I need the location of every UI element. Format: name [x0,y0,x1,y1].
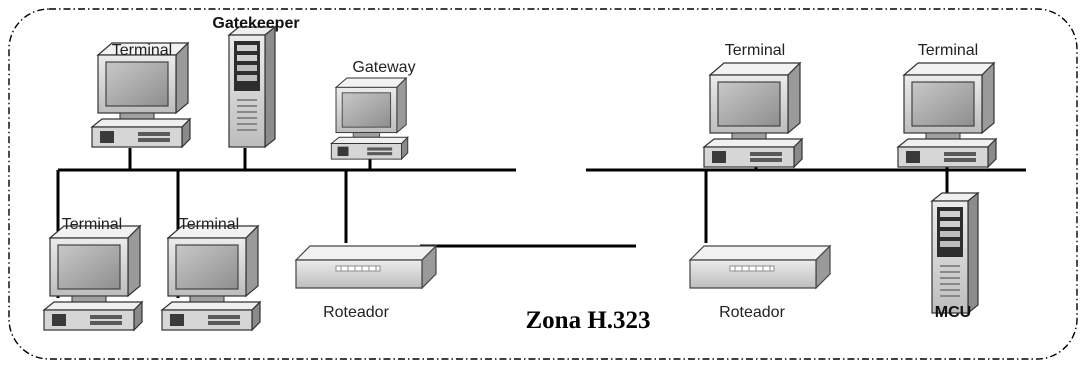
gatekeeper-label: Gatekeeper [212,15,299,32]
gatekeeper-server-icon [228,26,276,148]
terminal-label: Terminal [918,42,978,59]
mcu-label: MCU [935,304,971,321]
zone-boundary [8,8,1078,360]
router-left-icon [295,245,437,289]
router-label: Roteador [719,304,785,321]
gateway-computer-icon [330,77,409,160]
terminal-top-right-1-icon [703,62,803,168]
terminal-bottom-left-1-icon [43,225,143,331]
terminal-label: Terminal [179,216,239,233]
gateway-label: Gateway [352,59,415,76]
terminal-bottom-left-2-icon [161,225,261,331]
router-right-icon [689,245,831,289]
terminal-label: Terminal [725,42,785,59]
terminal-label: Terminal [62,216,122,233]
router-label: Roteador [323,304,389,321]
terminal-label: Terminal [112,42,172,59]
zone-title: Zona H.323 [525,307,650,334]
mcu-server-icon [931,192,979,314]
terminal-top-right-2-icon [897,62,997,168]
